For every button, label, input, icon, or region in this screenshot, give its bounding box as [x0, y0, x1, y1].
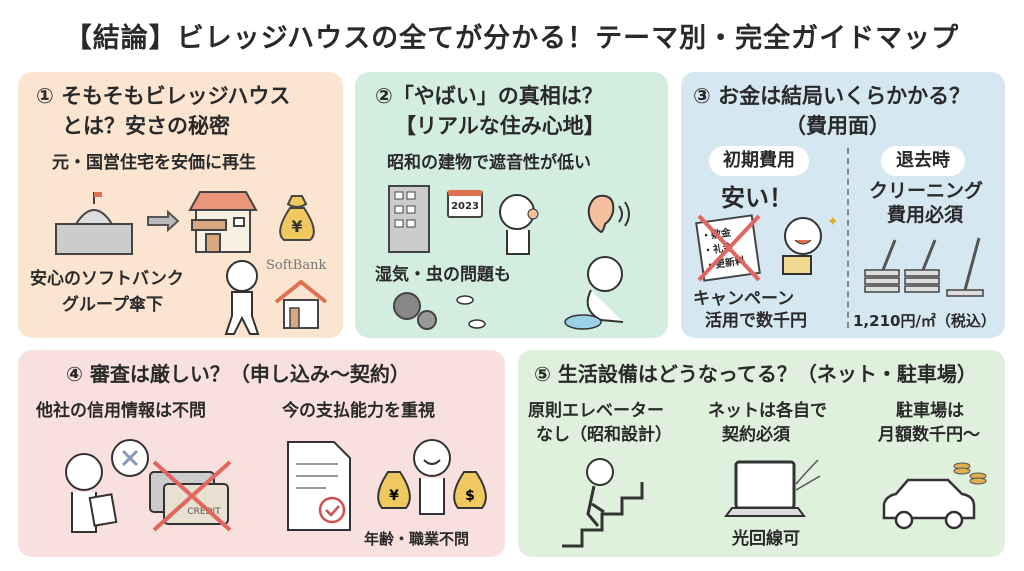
- text-credit-history: 他社の信用情報は不問: [36, 401, 206, 421]
- calendar-year: 2023: [451, 201, 479, 212]
- ear-icon: [587, 194, 630, 234]
- section-heading: （費用面）: [785, 114, 890, 138]
- yen-bag-icon: ¥: [279, 195, 315, 241]
- text-campaign: 活用で数千円: [705, 311, 807, 331]
- car-with-coins-icon: [882, 462, 987, 530]
- section-screening: ④ 審査は厳しい？（申し込み〜契約） 他社の信用情報は不問 今の支払能力を重視 …: [18, 350, 505, 557]
- person-wiping-icon: [564, 256, 624, 330]
- section-heading: ⑤ 生活設備はどうなってる？（ネット・駐車場）: [534, 362, 977, 386]
- section-about: ① そもそもビレッジハウス とは？安さの秘密 元・国営住宅を安価に再生 ¥ 安心…: [18, 72, 343, 338]
- pill-move-out: 退去時: [881, 146, 965, 176]
- text-internet: ネットは各自で: [708, 401, 827, 421]
- house-icon: [188, 191, 258, 253]
- card-label: CREDIT: [187, 507, 221, 517]
- text-internet: 契約必須: [722, 425, 790, 445]
- section-costs: ③ お金は結局いくらかかる？ （費用面） 初期費用 安い！ ・敷金 ・礼金 ・更…: [681, 72, 1005, 338]
- text-cleaning-price: 1,210円/㎡（税込）: [853, 312, 996, 330]
- laptop-icon: [724, 459, 821, 517]
- text-payment-ability: 今の支払能力を重視: [282, 401, 435, 421]
- text-no-age-restriction: 年齢・職業不問: [364, 530, 470, 548]
- home-icon: [274, 279, 328, 329]
- text-humidity: 湿気・虫の問題も: [375, 265, 511, 285]
- person-with-money-bags-icon: ¥$: [377, 439, 487, 515]
- text-fiber-optic: 光回線可: [732, 529, 800, 549]
- text-cleaning: 費用必須: [887, 204, 964, 226]
- text-origin: 元・国営住宅を安価に再生: [52, 153, 256, 173]
- svg-text:¥: ¥: [389, 488, 399, 504]
- text-softbank: グループ傘下: [62, 295, 163, 315]
- bug-icon: [456, 295, 486, 329]
- person-climbing-stairs-icon: [562, 458, 644, 548]
- cleaning-tools-icon: [864, 237, 984, 297]
- text-soundproof: 昭和の建物で遮音性が低い: [387, 153, 591, 173]
- text-parking: 月額数千円〜: [878, 425, 980, 445]
- section-heading: ②「やばい」の真相は？: [375, 84, 603, 108]
- pill-initial-cost: 初期費用: [709, 146, 809, 176]
- softbank-logo: SoftBank: [266, 258, 327, 273]
- person-with-speech-bubble-icon: [65, 439, 149, 533]
- section-facilities: ⑤ 生活設備はどうなってる？（ネット・駐車場） 原則エレベーター なし（昭和設計…: [518, 350, 1005, 557]
- mold-icon: [393, 292, 437, 330]
- section-heading: ④ 審査は厳しい？（申し込み〜契約）: [66, 362, 410, 386]
- calendar-icon: 2023: [447, 190, 483, 218]
- divider: [847, 148, 849, 328]
- page-title: 【結論】ビレッジハウスの全てが分かる！テーマ別・完全ガイドマップ: [64, 23, 960, 54]
- svg-text:$: $: [465, 488, 475, 504]
- crossed-credit-card-icon: CREDIT: [149, 460, 232, 532]
- apartment-building-icon: [388, 185, 430, 253]
- text-elevator: 原則エレベーター: [528, 401, 664, 421]
- section-heading: 【リアルな住み心地】: [395, 114, 605, 138]
- person-icon: [224, 260, 260, 335]
- text-cleaning: クリーニング: [869, 180, 984, 202]
- section-heading: とは？安さの秘密: [62, 114, 230, 138]
- arrow-right-icon: [147, 210, 180, 232]
- text-cheap: 安い！: [721, 184, 793, 212]
- government-building-icon: [55, 192, 133, 255]
- svg-text:✦: ✦: [827, 214, 837, 230]
- cross-mark-icon: [697, 214, 761, 282]
- section-living: ②「やばい」の真相は？ 【リアルな住み心地】 昭和の建物で遮音性が低い 2023…: [355, 72, 668, 338]
- person-covering-ears-icon: [499, 194, 539, 255]
- happy-person-icon: ✦: [782, 214, 837, 275]
- section-heading: ① そもそもビレッジハウス: [36, 84, 291, 108]
- text-campaign: キャンペーン: [693, 289, 795, 309]
- svg-text:¥: ¥: [291, 217, 302, 236]
- approved-document-icon: [287, 441, 351, 531]
- text-parking: 駐車場は: [896, 401, 964, 421]
- text-softbank: 安心のソフトバンク: [30, 269, 184, 289]
- text-elevator: なし（昭和設計）: [536, 425, 672, 445]
- section-heading: ③ お金は結局いくらかかる？: [693, 84, 971, 108]
